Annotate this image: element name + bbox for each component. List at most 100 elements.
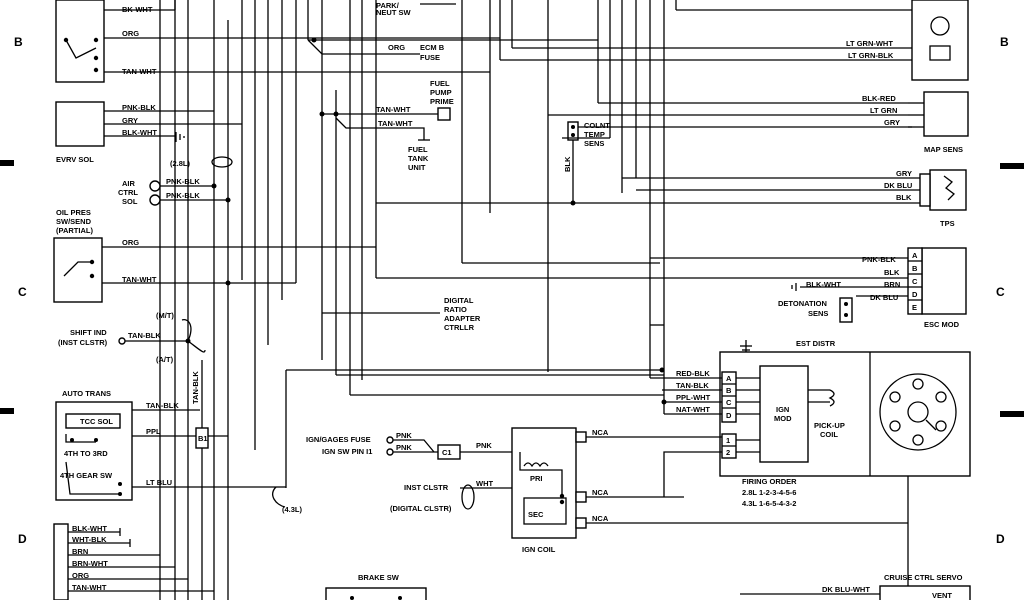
wire-label: GRY [884, 118, 900, 127]
wire-label: LT GRN [870, 106, 897, 115]
ecm-fuse-label: ECM B [420, 43, 445, 52]
coolant-temp-sensor: COLNT TEMP SENS BLK [562, 121, 912, 203]
esc-pin: C [912, 277, 918, 286]
wire-label: ORG [122, 29, 139, 38]
wire-label: PPL-WHT [676, 393, 711, 402]
esc-module: A B C D E PNK-BLK BLK BLK-WHT BRN DK BLU… [376, 247, 967, 329]
ecm-fuse-and-fuel-pump: ORG ECM B FUSE FUEL PUMP PRIME TAN-WHT T… [307, 37, 598, 172]
wire-label: RED-BLK [676, 369, 710, 378]
air-control-solenoid: (2.8L) PNK-BLK PNK-BLK AIR CTRL SOL [118, 156, 233, 206]
wire-label: NAT-WHT [676, 405, 710, 414]
coil-pin: 2 [726, 448, 730, 457]
firing-order-line: 2.8L 1-2-3-4-5-6 [742, 488, 796, 497]
tps-label: TPS [940, 219, 955, 228]
wire-label: PPL [146, 427, 161, 436]
oil-pres-label: (PARTIAL) [56, 226, 93, 235]
fuel-tank-label: UNIT [408, 163, 426, 172]
engine-note: (4.3L) [282, 505, 303, 514]
row-marker-c-right: C [996, 285, 1005, 299]
wire-label: GRY [896, 169, 912, 178]
wire-label: ORG [388, 43, 405, 52]
b1-connector-label: B1 [198, 434, 208, 443]
wire-label: LT GRN-BLK [848, 51, 894, 60]
oil-pressure-switch: OIL PRES SW/SEND (PARTIAL) ORG TAN-WHT [53, 208, 376, 303]
top-right-sensor: LT GRN-WHT LT GRN-BLK [500, 0, 969, 81]
wire-label: WHT-BLK [72, 535, 107, 544]
fuel-pump-label: PRIME [430, 97, 454, 106]
wire-label: TAN-BLK [676, 381, 709, 390]
wire-label: BRN [72, 547, 88, 556]
wire-label: BLK-WHT [806, 280, 841, 289]
air-ctrl-label: SOL [122, 197, 138, 206]
wire-label: TAN-WHT [72, 583, 107, 592]
row-marker-b-left: B [14, 35, 23, 49]
wire-label: BLK-RED [862, 94, 896, 103]
lower-left-harness: BLK-WHT WHT-BLK BRN BRN-WHT ORG TAN-WHT [53, 523, 214, 600]
junction-dots [225, 111, 667, 405]
est-pin: C [726, 398, 732, 407]
wire-label: DK BLU [884, 181, 912, 190]
wire-label: TAN-WHT [122, 67, 157, 76]
est-pin: B [726, 386, 732, 395]
margin-tick [1000, 163, 1024, 169]
esc-pin: A [912, 251, 918, 260]
digital-ratio-label: RATIO [444, 305, 467, 314]
wire-label: LT GRN-WHT [846, 39, 893, 48]
wire-label: NCA [592, 488, 609, 497]
wire-label: PNK-BLK [862, 255, 896, 264]
margin-tick [0, 408, 14, 414]
wire-label: TAN-BLK [128, 331, 161, 340]
wire-label: PNK [476, 441, 492, 450]
est-distr-label: EST DISTR [796, 339, 836, 348]
brake-sw-label: BRAKE SW [358, 573, 400, 582]
est-pin: A [726, 374, 732, 383]
brake-switch: BRAKE SW [325, 573, 427, 600]
air-ctrl-label: CTRL [118, 188, 138, 197]
ign-mod-label: MOD [774, 414, 792, 423]
wire-label: GRY [122, 116, 138, 125]
wire-label: TAN-WHT [376, 105, 411, 114]
wire-label-vertical: BLK [563, 156, 572, 172]
ecm-fuse-label: FUSE [420, 53, 440, 62]
wire-label: ORG [72, 571, 89, 580]
shift-ind-label: SHIFT IND [70, 328, 107, 337]
wire-label: DK BLU [870, 293, 898, 302]
cruise-control-servo: CRUISE CTRL SERVO DK BLU-WHT VENT [740, 573, 971, 600]
trans-note: (M/T) [156, 311, 174, 320]
wire-label: NCA [592, 428, 609, 437]
fuel-tank-label: FUEL [408, 145, 428, 154]
digital-ratio-label: DIGITAL [444, 296, 474, 305]
ignition-coil: IGN/GAGES FUSE IGN SW PIN I1 PNK PNK C1 … [306, 427, 908, 554]
fuel-tank-label: TANK [408, 154, 429, 163]
wire-label: WHT [476, 479, 493, 488]
wire-label: BRN [884, 280, 900, 289]
shift-indicator: SHIFT IND (INST CLSTR) TAN-BLK (M/T) (A/… [58, 311, 206, 364]
ign-mod-label: IGN [776, 405, 789, 414]
wire-label: PNK [396, 443, 412, 452]
cruise-servo-label: CRUISE CTRL SERVO [884, 573, 963, 582]
est-distributor: EST DISTR A B C D IGN MOD PICK-UP COIL 1… [336, 325, 971, 600]
ign-sw-label: IGN SW PIN I1 [322, 447, 372, 456]
wire-label: NCA [592, 514, 609, 523]
pickup-coil-label: COIL [820, 430, 838, 439]
wire-label: BLK-WHT [122, 128, 157, 137]
colnt-label: SENS [584, 139, 604, 148]
esc-mod-label: ESC MOD [924, 320, 960, 329]
wire-label: PNK-BLK [122, 103, 156, 112]
esc-pin: D [912, 290, 918, 299]
wire-label-vertical: TAN-BLK [191, 371, 200, 404]
shift-ind-label: (INST CLSTR) [58, 338, 108, 347]
ign-fuse-label: IGN/GAGES FUSE [306, 435, 371, 444]
digital-ratio-label: CTRLLR [444, 323, 475, 332]
auto-trans-label: AUTO TRANS [62, 389, 111, 398]
firing-order-line: 4.3L 1-6-5-4-3-2 [742, 499, 796, 508]
wire-label: TAN-WHT [378, 119, 413, 128]
detonation-label: SENS [808, 309, 828, 318]
digital-ratio-label: ADAPTER [444, 314, 481, 323]
engine-note-loop [272, 486, 286, 508]
row-marker-b-right: B [1000, 35, 1009, 49]
wire-label: TAN-BLK [146, 401, 179, 410]
wire-label: BLK [884, 268, 900, 277]
engine-note: (2.8L) [170, 159, 191, 168]
